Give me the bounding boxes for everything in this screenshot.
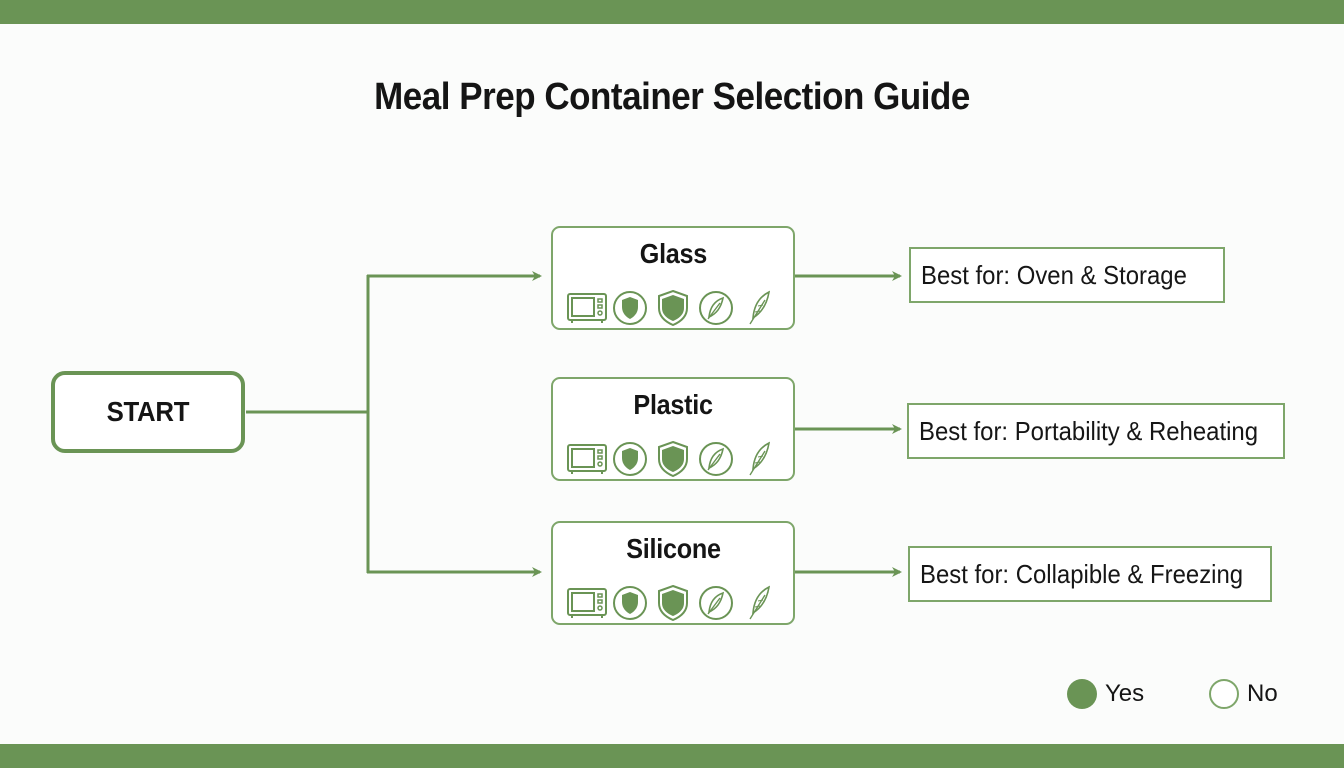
start-node: START — [51, 371, 245, 453]
container-name: Silicone — [625, 533, 721, 564]
shield-circle-icon — [610, 585, 650, 621]
legend-yes-label: Yes — [1105, 680, 1145, 707]
shield-circle-icon — [610, 290, 650, 326]
page-title: Meal Prep Container Selection Guide — [374, 76, 970, 118]
filled-circle-icon — [1067, 679, 1097, 709]
footer-bar — [0, 744, 1344, 768]
microwave-icon — [567, 290, 607, 326]
start-label: START — [106, 396, 190, 427]
container-name: Plastic — [633, 389, 713, 420]
legend-no: No — [1209, 676, 1278, 712]
result-box-plastic: Best for: Portability & Reheating — [907, 403, 1285, 459]
microwave-icon — [567, 441, 607, 477]
result-text: Best for: Oven & Storage — [921, 259, 1187, 290]
shield-icon — [653, 441, 693, 477]
result-text: Best for: Portability & Reheating — [919, 415, 1259, 446]
result-box-silicone: Best for: Collapible & Freezing — [908, 546, 1272, 602]
microwave-icon — [567, 585, 607, 621]
result-box-glass: Best for: Oven & Storage — [909, 247, 1225, 303]
feather-circle-icon — [696, 290, 736, 326]
feather-icon — [739, 585, 779, 621]
legend-yes: Yes — [1067, 676, 1144, 712]
hollow-circle-icon — [1209, 679, 1239, 709]
shield-icon — [653, 585, 693, 621]
header-bar — [0, 0, 1344, 24]
container-card-plastic: Plastic — [551, 377, 795, 481]
legend-no-label: No — [1247, 680, 1278, 707]
feature-icons — [567, 290, 779, 326]
container-card-silicone: Silicone — [551, 521, 795, 625]
feather-circle-icon — [696, 441, 736, 477]
shield-circle-icon — [610, 441, 650, 477]
result-text: Best for: Collapible & Freezing — [920, 558, 1244, 589]
feather-icon — [739, 290, 779, 326]
container-card-glass: Glass — [551, 226, 795, 330]
feather-icon — [739, 441, 779, 477]
feature-icons — [567, 585, 779, 621]
feather-circle-icon — [696, 585, 736, 621]
shield-icon — [653, 290, 693, 326]
feature-icons — [567, 441, 779, 477]
container-name: Glass — [639, 238, 707, 269]
